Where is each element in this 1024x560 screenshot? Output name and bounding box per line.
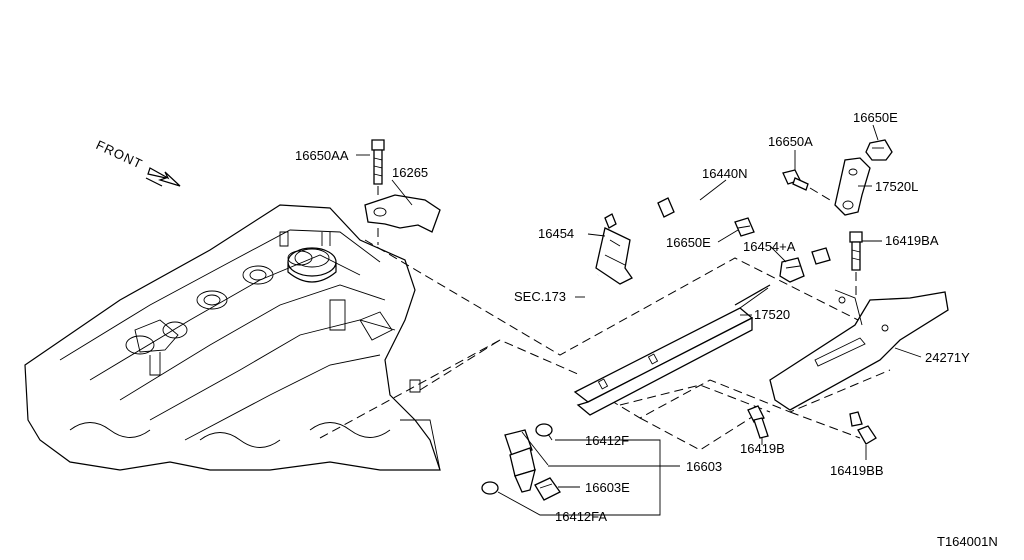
clamp-16454 (595, 213, 633, 285)
bracket-24271Y (769, 289, 949, 411)
clip-16650E-top (865, 139, 893, 161)
label-16650E-mid: 16650E (666, 235, 711, 250)
label-16419B: 16419B (740, 441, 785, 456)
label-16440N: 16440N (702, 166, 748, 181)
fuel-injector-16603 (504, 429, 549, 493)
clip-16603E (534, 477, 561, 501)
label-16419BB: 16419BB (830, 463, 884, 478)
label-16412F: 16412F (585, 433, 629, 448)
label-16650E-top: 16650E (853, 110, 898, 125)
label-16650AA: 16650AA (295, 148, 349, 163)
label-16419BA: 16419BA (885, 233, 939, 248)
bolt-16650AA (371, 139, 385, 245)
leader-lines (356, 124, 922, 516)
label-16650A: 16650A (768, 134, 813, 149)
clip-16650E-mid (734, 217, 755, 237)
hose-sec173 (577, 273, 600, 330)
front-indicator: FRONT (94, 137, 181, 187)
bolt-16419BB (849, 411, 877, 445)
label-16603: 16603 (686, 459, 722, 474)
bolt-16650A (782, 169, 831, 201)
label-16454: 16454 (538, 226, 574, 241)
bolt-16419B (747, 405, 769, 439)
label-24271Y: 24271Y (925, 350, 970, 365)
engine-cylinder-head (24, 204, 441, 471)
front-arrow-icon (145, 167, 181, 187)
fuel-rail-17520 (573, 284, 771, 416)
bracket-17520L (834, 157, 871, 216)
front-label: FRONT (94, 137, 145, 172)
part-labels: 16650AA 16265 16650A 16650E 16440N 17520… (295, 110, 998, 549)
bracket-16265 (364, 194, 441, 233)
label-16265: 16265 (392, 165, 428, 180)
reference-dashed-lines (319, 239, 891, 451)
fuel-hose-16440N (607, 189, 831, 265)
seal-16412FA (481, 481, 499, 495)
label-17520L: 17520L (875, 179, 918, 194)
label-16454A: 16454+A (743, 239, 796, 254)
label-sec173: SEC.173 (514, 289, 566, 304)
label-16603E: 16603E (585, 480, 630, 495)
clamp-16454A (779, 257, 805, 283)
bolt-16419BA (849, 231, 863, 300)
label-16412FA: 16412FA (555, 509, 607, 524)
seal-16412F (535, 423, 553, 437)
diagram-code: T164001N (937, 534, 998, 549)
label-17520: 17520 (754, 307, 790, 322)
